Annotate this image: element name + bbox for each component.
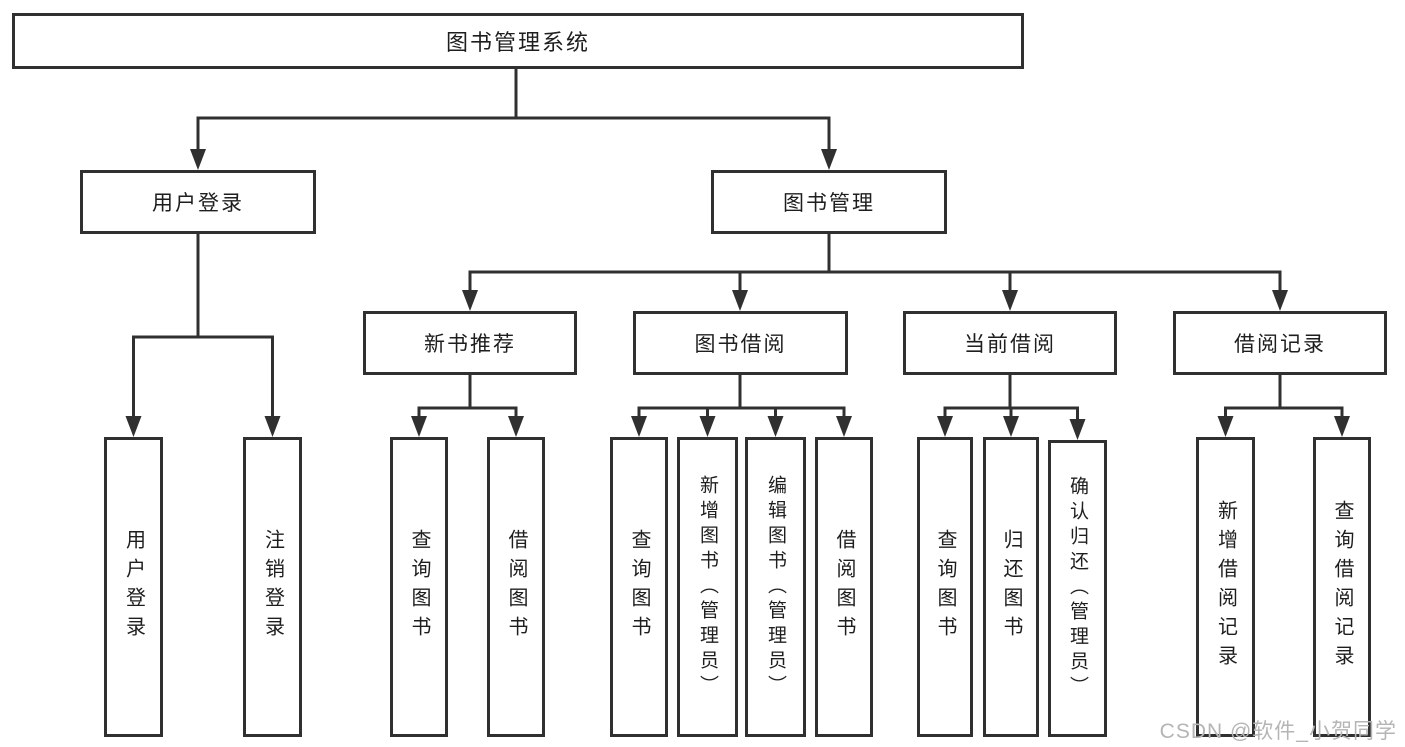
leaf-borrow-edit-books-admin-label: 编辑图书（管理员） <box>765 474 786 700</box>
node-book-borrow: 图书借阅 <box>633 311 848 375</box>
leaf-borrow-borrow-books: 借阅图书 <box>815 437 873 737</box>
leaf-current-query-books: 查询图书 <box>917 437 973 737</box>
leaf-borrow-add-books-admin: 新增图书（管理员） <box>677 437 738 737</box>
leaf-borrow-add-books-admin-label: 新增图书（管理员） <box>697 474 718 700</box>
leaf-user-login-label: 用户登录 <box>122 529 145 645</box>
leaf-borrow-edit-books-admin: 编辑图书（管理员） <box>745 437 806 737</box>
node-library-system-label: 图书管理系统 <box>445 30 590 55</box>
node-borrow-records-label: 借阅记录 <box>1234 333 1326 356</box>
leaf-records-add-record-label: 新增借阅记录 <box>1214 500 1237 674</box>
node-user-login: 用户登录 <box>80 170 316 234</box>
leaf-newbook-query-books-label: 查询图书 <box>408 529 430 645</box>
leaf-borrow-borrow-books-label: 借阅图书 <box>833 529 855 645</box>
leaf-records-query-record: 查询借阅记录 <box>1313 437 1371 737</box>
node-book-management: 图书管理 <box>711 170 947 234</box>
node-book-borrow-label: 图书借阅 <box>694 333 787 356</box>
node-library-system: 图书管理系统 <box>12 13 1024 69</box>
node-user-login-label: 用户登录 <box>152 192 244 215</box>
leaf-user-login: 用户登录 <box>104 437 163 737</box>
leaf-records-add-record: 新增借阅记录 <box>1196 437 1255 737</box>
leaf-logout-label: 注销登录 <box>261 529 284 645</box>
leaf-newbook-borrow-books: 借阅图书 <box>487 437 545 737</box>
node-current-borrow-label: 当前借阅 <box>964 333 1056 356</box>
leaf-logout: 注销登录 <box>243 437 302 737</box>
leaf-newbook-borrow-books-label: 借阅图书 <box>505 529 527 645</box>
leaf-newbook-query-books: 查询图书 <box>390 437 448 737</box>
node-new-book-recommend-label: 新书推荐 <box>424 333 516 356</box>
node-new-book-recommend: 新书推荐 <box>363 311 577 375</box>
leaf-records-query-record-label: 查询借阅记录 <box>1331 500 1353 674</box>
csdn-watermark: CSDN @软件_小贺同学 <box>1159 720 1397 743</box>
leaf-current-confirm-return-admin-label: 确认归还（管理员） <box>1067 476 1088 701</box>
node-borrow-records: 借阅记录 <box>1173 311 1387 375</box>
leaf-current-return-books-label: 归还图书 <box>1000 529 1022 645</box>
leaf-current-query-books-label: 查询图书 <box>934 529 956 645</box>
leaf-current-return-books: 归还图书 <box>983 437 1039 737</box>
leaf-borrow-query-books: 查询图书 <box>610 437 668 737</box>
node-current-borrow: 当前借阅 <box>903 311 1117 375</box>
leaf-current-confirm-return-admin: 确认归还（管理员） <box>1048 440 1107 737</box>
node-book-management-label: 图书管理 <box>783 192 875 215</box>
leaf-borrow-query-books-label: 查询图书 <box>628 529 650 645</box>
